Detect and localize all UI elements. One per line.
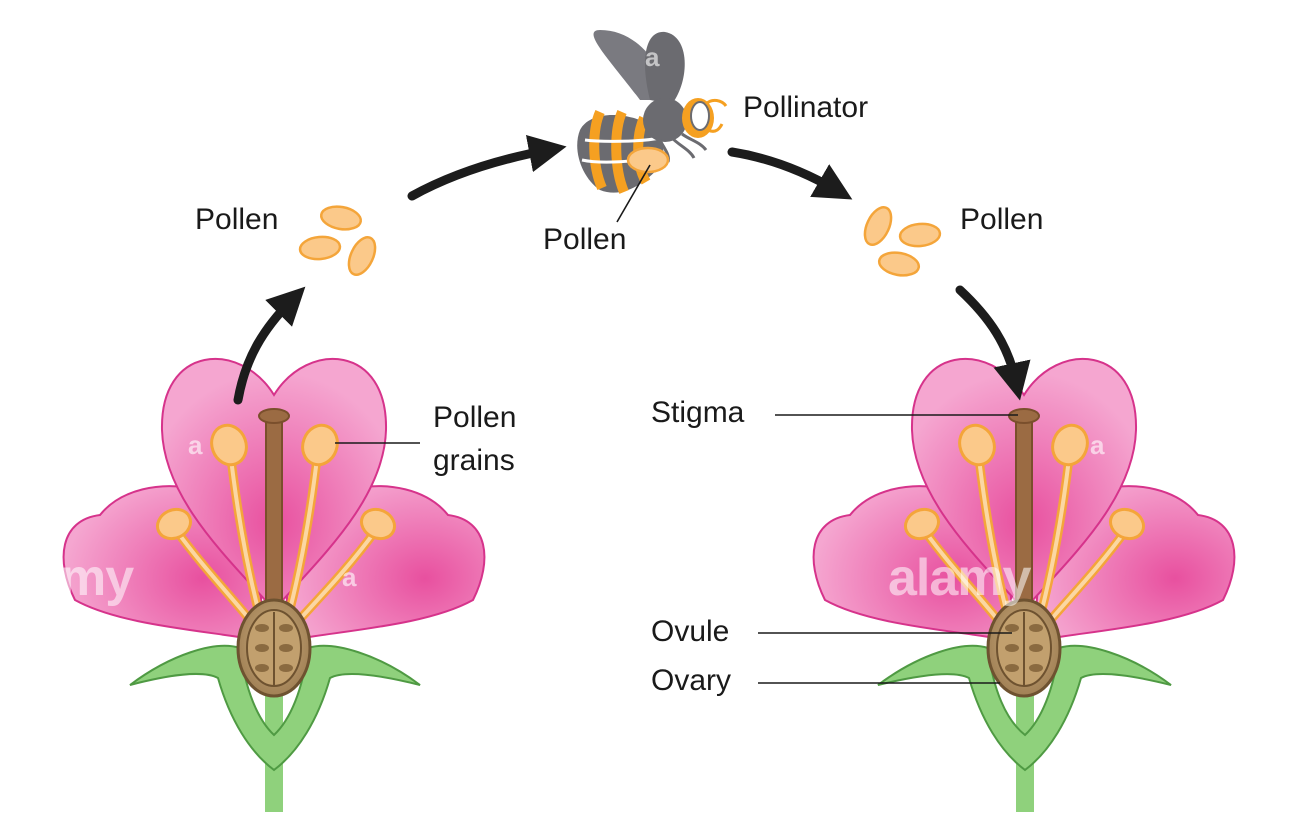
arrow-flower-to-pollen: [233, 286, 306, 405]
leader-pollen-bee: [616, 164, 651, 223]
left-stigma: [258, 408, 290, 424]
left-flower: [62, 357, 486, 812]
pollen-cluster-right: [863, 206, 942, 277]
right-stigma: [1008, 408, 1040, 424]
label-pollen-grains-line1: Pollen: [433, 401, 517, 434]
left-anthers: [155, 423, 397, 541]
right-ovary: [986, 598, 1062, 698]
right-style: [1015, 415, 1033, 617]
bee-pollen-load: [626, 146, 670, 174]
bee-pollinator: [577, 30, 728, 194]
right-flower: [812, 357, 1236, 812]
label-ovule: Ovule: [651, 615, 730, 648]
left-ovary: [236, 598, 312, 698]
leader-lines: [335, 164, 1018, 684]
label-stigma: Stigma: [651, 396, 745, 429]
arrow-pollen-to-flower: [955, 285, 1031, 401]
bee-wing-front: [645, 31, 685, 104]
label-pollen-left: Pollen: [195, 203, 279, 236]
label-pollinator: Pollinator: [743, 91, 869, 124]
bee-head: [682, 98, 728, 138]
arrow-pollen-to-bee: [407, 134, 567, 201]
label-pollen-bee: Pollen: [543, 223, 627, 256]
right-anthers: [903, 423, 1146, 541]
pollen-cluster-left: [298, 205, 377, 276]
label-pollen-right: Pollen: [960, 203, 1044, 236]
arrow-bee-to-pollen: [727, 147, 853, 200]
bee-thorax: [643, 98, 687, 142]
label-ovary: Ovary: [651, 664, 732, 697]
flow-arrows: [233, 134, 1031, 405]
left-style: [265, 415, 283, 617]
label-pollen-grains-line2: grains: [433, 444, 515, 477]
